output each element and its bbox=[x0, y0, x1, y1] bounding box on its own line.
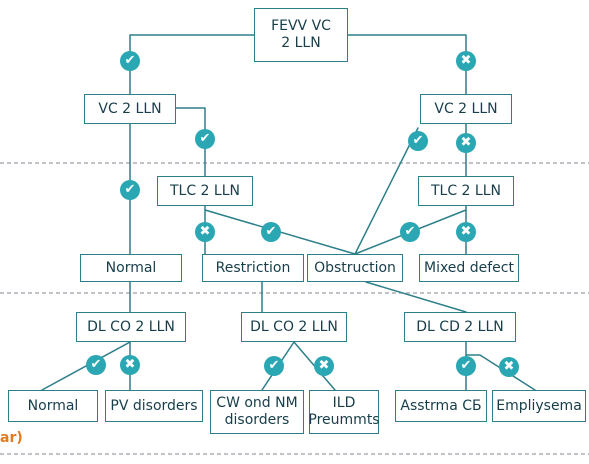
check-icon: ✔ bbox=[408, 131, 428, 151]
check-icon: ✔ bbox=[264, 356, 284, 376]
check-icon: ✔ bbox=[261, 222, 281, 242]
box-mixed-defect: Mixed defect bbox=[419, 254, 519, 282]
box-tlc-left: TLC 2 LLN bbox=[157, 176, 253, 206]
box-tlc-right: TLC 2 LLN bbox=[418, 176, 514, 206]
box-asthma: Asstrma CБ bbox=[395, 390, 487, 422]
box-ild: ILD Preummts bbox=[308, 390, 380, 434]
box-dlco-right: DL CD 2 LLN bbox=[404, 312, 516, 342]
box-normal: Normal bbox=[80, 254, 182, 282]
connector-root-to-vc-left bbox=[129, 34, 255, 95]
connector-vc-left-to-tlc-left bbox=[175, 107, 206, 177]
cross-icon: ✖ bbox=[456, 51, 476, 71]
box-emphysema: Empliysema bbox=[492, 390, 586, 422]
connector-vc-right-to-obstruction bbox=[354, 127, 419, 255]
check-icon: ✔ bbox=[120, 51, 140, 71]
box-normal-bottom: Normal bbox=[8, 390, 98, 422]
box-vc-right: VC 2 LLN bbox=[420, 94, 512, 124]
cross-icon: ✖ bbox=[456, 133, 476, 153]
cross-icon: ✖ bbox=[120, 355, 140, 375]
cross-icon: ✖ bbox=[314, 356, 334, 376]
box-obstruction: Obstruction bbox=[307, 254, 403, 282]
connector-root-to-vc-right bbox=[347, 34, 467, 95]
connector-obstruction-to-dlco-right bbox=[365, 281, 467, 313]
box-vc-left: VC 2 LLN bbox=[84, 94, 176, 124]
box-restriction: Restriction bbox=[202, 254, 304, 282]
connector-dlco-right-to-emphysema bbox=[465, 354, 536, 391]
box-root: FEVV VC 2 LLN bbox=[254, 8, 348, 62]
box-dlco-middle: DL CO 2 LLN bbox=[241, 312, 347, 342]
check-icon: ✔ bbox=[120, 180, 140, 200]
cross-icon: ✖ bbox=[499, 357, 519, 377]
check-icon: ✔ bbox=[400, 222, 420, 242]
separators bbox=[0, 162, 589, 455]
footer-label: ar) bbox=[0, 430, 23, 446]
check-icon: ✔ bbox=[195, 129, 215, 149]
check-icon: ✔ bbox=[86, 355, 106, 375]
cross-icon: ✖ bbox=[195, 222, 215, 242]
box-dlco-left: DL CO 2 LLN bbox=[76, 312, 186, 342]
box-pv-disorders: PV disorders bbox=[105, 390, 203, 422]
cross-icon: ✖ bbox=[456, 222, 476, 242]
check-icon: ✔ bbox=[456, 356, 476, 376]
box-cw-nm-disorders: CW ond NM disorders bbox=[210, 390, 304, 434]
